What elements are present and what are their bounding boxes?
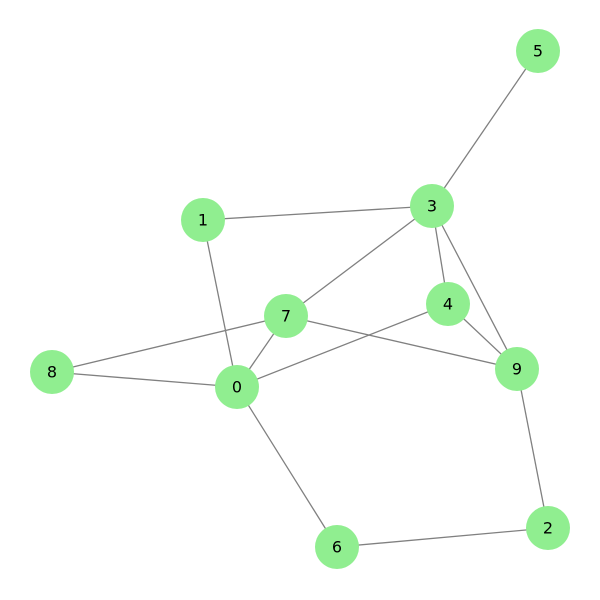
node-circle bbox=[181, 198, 225, 242]
node-label: 7 bbox=[281, 307, 291, 326]
node-6: 6 bbox=[315, 525, 359, 569]
node-2: 2 bbox=[526, 506, 570, 550]
edge-1-3 bbox=[202, 205, 433, 221]
node-9: 9 bbox=[495, 347, 539, 391]
edge-7-8 bbox=[51, 315, 287, 373]
edge-0-6 bbox=[236, 386, 338, 548]
edges-layer bbox=[51, 50, 549, 548]
node-label: 6 bbox=[332, 538, 342, 557]
node-circle bbox=[215, 365, 259, 409]
node-label: 3 bbox=[427, 197, 437, 216]
node-0: 0 bbox=[215, 365, 259, 409]
node-7: 7 bbox=[264, 294, 308, 338]
node-circle bbox=[495, 347, 539, 391]
edge-9-2 bbox=[516, 368, 549, 529]
node-label: 9 bbox=[512, 360, 522, 379]
node-label: 5 bbox=[533, 42, 543, 61]
edge-3-5 bbox=[431, 50, 539, 207]
edge-0-1 bbox=[202, 219, 238, 388]
edge-0-8 bbox=[51, 371, 238, 388]
node-label: 0 bbox=[232, 378, 242, 397]
edge-0-4 bbox=[236, 303, 449, 388]
node-circle bbox=[516, 29, 560, 73]
edge-7-9 bbox=[285, 315, 518, 370]
node-circle bbox=[30, 350, 74, 394]
edge-3-9 bbox=[431, 205, 518, 370]
node-label: 4 bbox=[443, 295, 453, 314]
node-circle bbox=[526, 506, 570, 550]
node-label: 2 bbox=[543, 519, 553, 538]
node-circle bbox=[410, 184, 454, 228]
node-5: 5 bbox=[516, 29, 560, 73]
node-label: 1 bbox=[198, 211, 208, 230]
edge-2-6 bbox=[336, 527, 549, 548]
edge-3-7 bbox=[285, 205, 433, 317]
node-label: 8 bbox=[47, 363, 57, 382]
node-1: 1 bbox=[181, 198, 225, 242]
node-4: 4 bbox=[426, 282, 470, 326]
node-circle bbox=[426, 282, 470, 326]
node-3: 3 bbox=[410, 184, 454, 228]
node-circle bbox=[264, 294, 308, 338]
node-circle bbox=[315, 525, 359, 569]
nodes-layer: 0 1 2 3 4 5 6 7 8 9 bbox=[30, 29, 570, 569]
node-8: 8 bbox=[30, 350, 74, 394]
